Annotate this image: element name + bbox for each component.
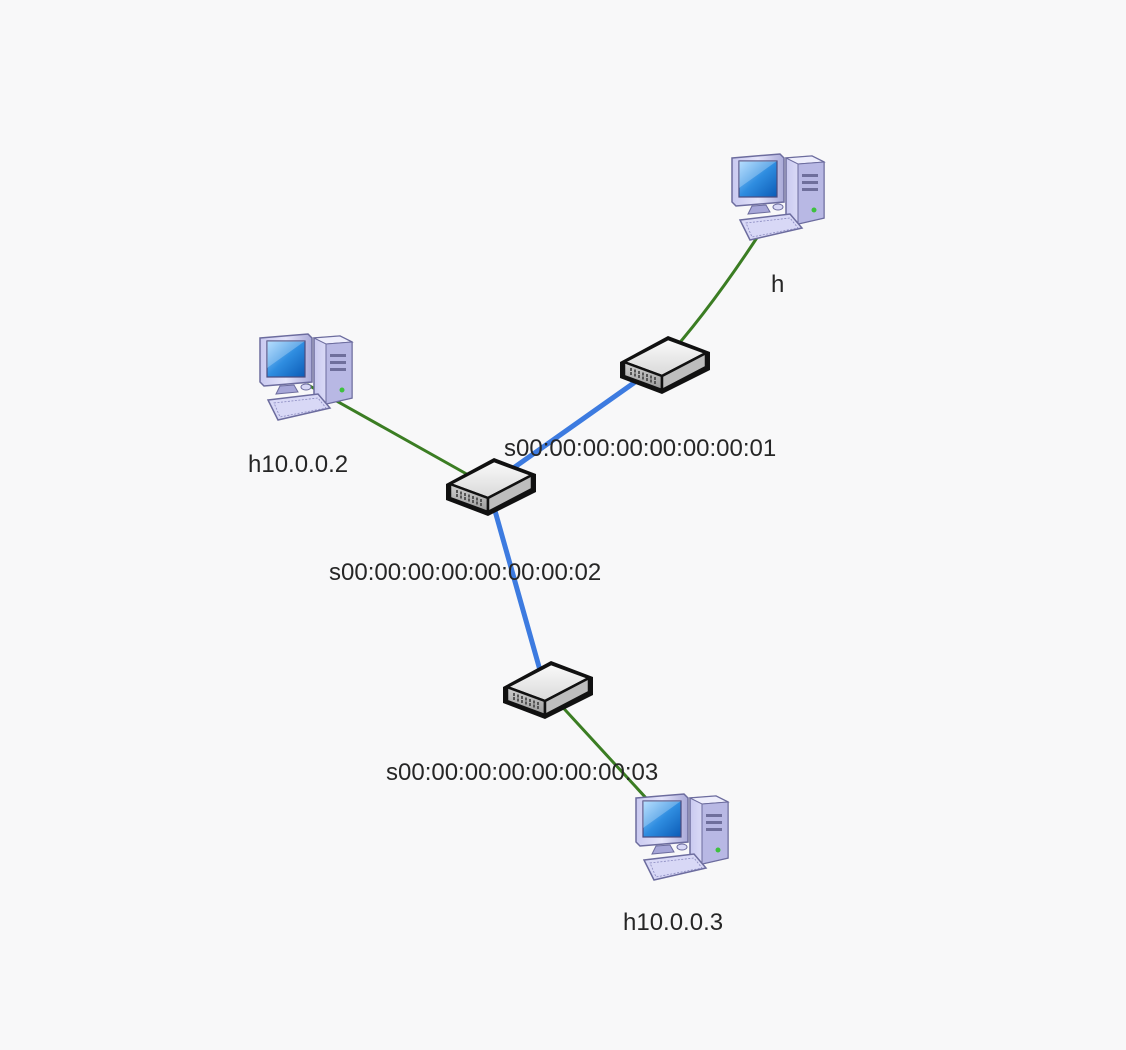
network-switch-icon bbox=[501, 659, 595, 721]
host-label-h2: h10.0.0.2 bbox=[248, 451, 348, 478]
switch-node-s3[interactable]: s00:00:00:00:00:00:00:03 bbox=[386, 659, 658, 786]
switch-label-s2: s00:00:00:00:00:00:00:02 bbox=[329, 559, 601, 586]
desktop-computer-icon bbox=[259, 333, 353, 421]
links-layer bbox=[306, 228, 764, 837]
link-s2-s3[interactable] bbox=[485, 483, 548, 691]
host-node-h2[interactable]: h10.0.0.2 bbox=[248, 333, 353, 478]
host-node-h3[interactable]: h10.0.0.3 bbox=[623, 793, 729, 936]
switch-node-s1[interactable]: s00:00:00:00:00:00:00:01 bbox=[504, 334, 776, 462]
host-label-h1: h bbox=[771, 271, 784, 298]
host-node-h1[interactable]: h bbox=[731, 153, 825, 298]
host-label-h3: h10.0.0.3 bbox=[623, 909, 723, 936]
switch-label-s3: s00:00:00:00:00:00:00:03 bbox=[386, 759, 658, 786]
switch-label-s1: s00:00:00:00:00:00:00:01 bbox=[504, 435, 776, 462]
switch-node-s2[interactable]: s00:00:00:00:00:00:00:02 bbox=[329, 456, 601, 586]
desktop-computer-icon bbox=[731, 153, 825, 241]
desktop-computer-icon bbox=[635, 793, 729, 881]
link-s2-s1[interactable] bbox=[485, 360, 665, 489]
network-switch-icon bbox=[444, 456, 538, 518]
